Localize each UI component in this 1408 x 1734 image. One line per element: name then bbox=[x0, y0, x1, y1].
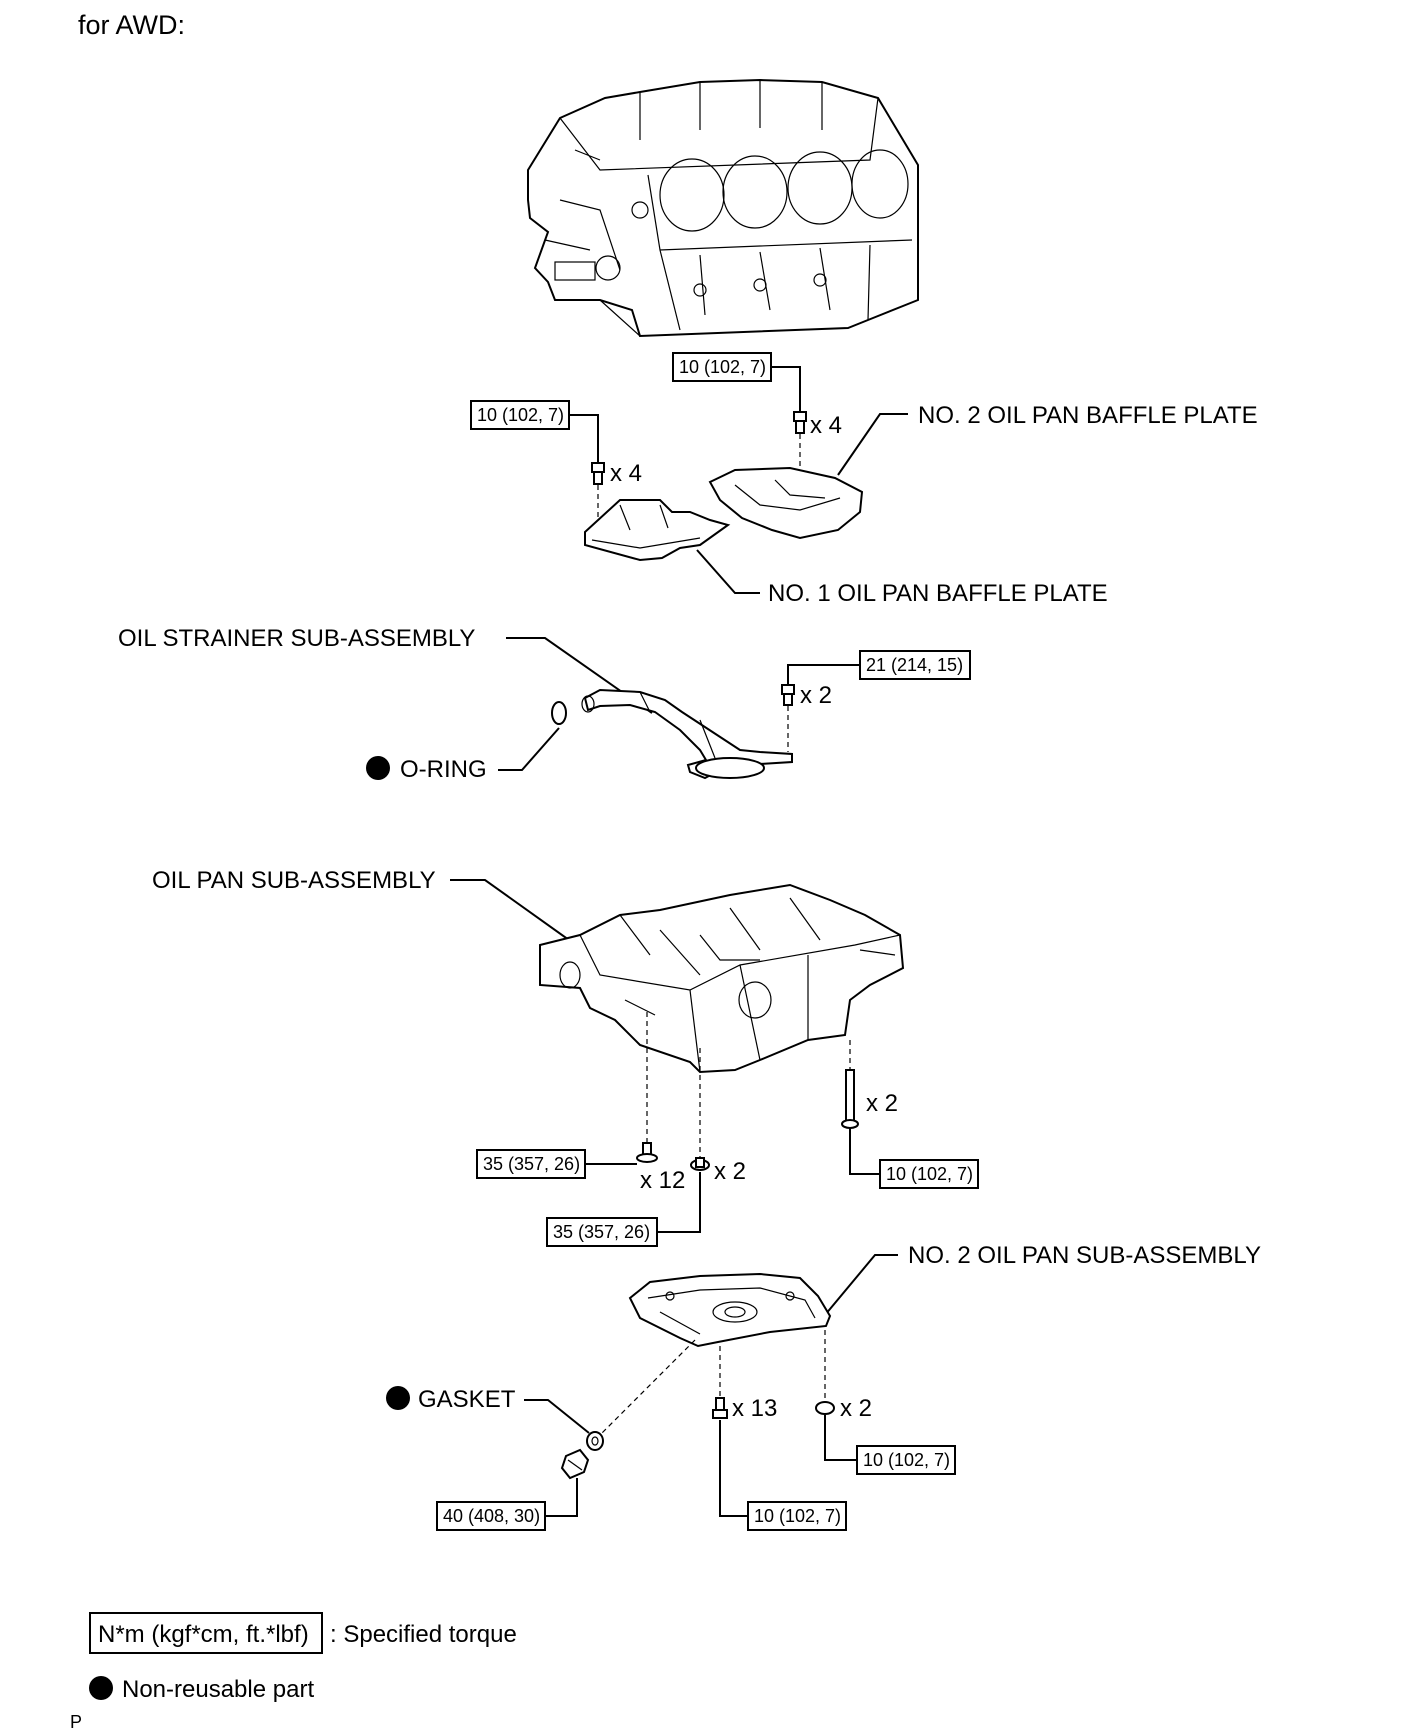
o-ring-part bbox=[551, 701, 567, 725]
torque-spec-oil-pan-bolts-12: 35 (357, 26) bbox=[476, 1149, 637, 1179]
bolt-no1-baffle bbox=[591, 462, 605, 520]
svg-text:35 (357, 26): 35 (357, 26) bbox=[483, 1154, 580, 1174]
label-no1-baffle-plate: NO. 1 OIL PAN BAFFLE PLATE bbox=[768, 580, 1108, 607]
nonreusable-mark-o-ring bbox=[366, 756, 390, 780]
no2-oil-pan-baffle-plate bbox=[708, 466, 864, 540]
bolt-no2-pan-x13 bbox=[712, 1397, 728, 1419]
qty-oil-pan-studs: x 2 bbox=[866, 1090, 898, 1117]
qty-oil-pan-bolts-2: x 2 bbox=[714, 1158, 746, 1185]
svg-text:40 (408, 30): 40 (408, 30) bbox=[443, 1506, 540, 1526]
legend-nonreusable: Non-reusable part bbox=[89, 1676, 314, 1703]
torque-spec-no1-baffle-bolts: 10 (102, 7) bbox=[470, 400, 599, 463]
bolt-oil-pan-x12 bbox=[636, 1142, 658, 1163]
svg-text:10 (102, 7): 10 (102, 7) bbox=[679, 357, 766, 377]
torque-spec-oil-pan-bolts-2: 35 (357, 26) bbox=[546, 1172, 701, 1247]
qty-no2-baffle-bolts: x 4 bbox=[810, 412, 842, 439]
nut-no2-pan-x2 bbox=[815, 1401, 835, 1415]
bolt-oil-pan-x2 bbox=[690, 1157, 710, 1171]
footer-code: P bbox=[70, 1712, 82, 1732]
svg-text:10 (102, 7): 10 (102, 7) bbox=[886, 1164, 973, 1184]
svg-text:10 (102, 7): 10 (102, 7) bbox=[754, 1506, 841, 1526]
leader-oil-pan bbox=[450, 879, 591, 956]
label-o-ring: O-RING bbox=[400, 756, 487, 783]
legend-nonreusable-text: Non-reusable part bbox=[122, 1676, 314, 1703]
stud-bolt-oil-pan bbox=[841, 1069, 859, 1129]
qty-no1-baffle-bolts: x 4 bbox=[610, 460, 642, 487]
torque-spec-strainer-bolts: 21 (214, 15) bbox=[787, 650, 971, 685]
gasket-part bbox=[586, 1431, 604, 1451]
qty-no2-pan-nuts-2: x 2 bbox=[840, 1395, 872, 1422]
legend-torque-units: N*m (kgf*cm, ft.*lbf) bbox=[98, 1621, 309, 1648]
leader-oil-strainer bbox=[506, 637, 653, 714]
torque-spec-drain-plug: 40 (408, 30) bbox=[436, 1478, 578, 1531]
label-oil-strainer: OIL STRAINER SUB-ASSEMBLY bbox=[118, 625, 475, 652]
leader-o-ring bbox=[498, 727, 560, 771]
torque-spec-no2-baffle-bolts: 10 (102, 7) bbox=[672, 352, 801, 412]
leader-no1-baffle bbox=[696, 549, 760, 594]
leader-gasket bbox=[524, 1399, 590, 1434]
svg-text:21 (214, 15): 21 (214, 15) bbox=[866, 655, 963, 675]
label-gasket: GASKET bbox=[418, 1386, 516, 1413]
label-oil-pan: OIL PAN SUB-ASSEMBLY bbox=[152, 867, 436, 894]
torque-spec-no2-pan-nuts-2: 10 (102, 7) bbox=[824, 1415, 956, 1475]
oil-pan-sub-assembly bbox=[539, 883, 905, 1074]
bolt-strainer bbox=[781, 684, 795, 752]
oil-strainer-sub-assembly bbox=[581, 688, 793, 780]
torque-spec-oil-pan-studs: 10 (102, 7) bbox=[849, 1128, 979, 1189]
svg-text:10 (102, 7): 10 (102, 7) bbox=[477, 405, 564, 425]
dash-drain-plug bbox=[599, 1339, 696, 1436]
nonreusable-mark-gasket bbox=[386, 1386, 410, 1410]
nonreusable-legend-dot bbox=[89, 1676, 113, 1700]
torque-spec-no2-pan-bolts-13: 10 (102, 7) bbox=[719, 1420, 847, 1531]
svg-text:35 (357, 26): 35 (357, 26) bbox=[553, 1222, 650, 1242]
heading: for AWD: bbox=[78, 10, 185, 40]
label-no2-baffle-plate: NO. 2 OIL PAN BAFFLE PLATE bbox=[918, 402, 1258, 429]
leader-no2-oil-pan bbox=[824, 1254, 898, 1316]
qty-oil-pan-bolts-12: x 12 bbox=[640, 1167, 685, 1194]
legend-torque: N*m (kgf*cm, ft.*lbf) : Specified torque bbox=[89, 1612, 517, 1654]
no2-oil-pan-sub-assembly bbox=[628, 1272, 832, 1348]
leader-no2-baffle bbox=[837, 413, 908, 476]
qty-no2-pan-bolts-13: x 13 bbox=[732, 1395, 777, 1422]
no1-oil-pan-baffle-plate bbox=[584, 499, 731, 562]
engine-block-illustration bbox=[527, 78, 919, 338]
svg-text:10 (102, 7): 10 (102, 7) bbox=[863, 1450, 950, 1470]
legend-torque-desc: : Specified torque bbox=[330, 1621, 517, 1648]
label-no2-oil-pan: NO. 2 OIL PAN SUB-ASSEMBLY bbox=[908, 1242, 1261, 1269]
bolt-no2-baffle bbox=[793, 411, 807, 505]
qty-strainer-bolts: x 2 bbox=[800, 682, 832, 709]
drain-plug bbox=[560, 1448, 590, 1480]
